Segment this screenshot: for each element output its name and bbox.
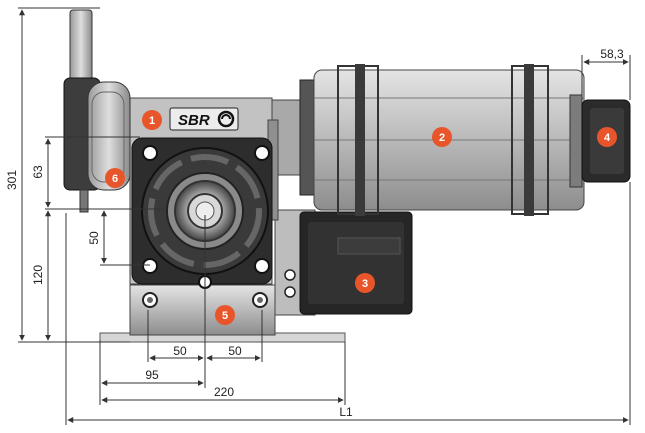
callout-3: 3 (355, 273, 375, 293)
dim-shaft-height: 120 (31, 265, 45, 285)
callout-6-label: 6 (112, 173, 118, 185)
dim-overall-height: 301 (5, 170, 19, 190)
callout-4: 4 (597, 127, 617, 147)
dim-bolt-right: 50 (228, 344, 242, 358)
dim-total-length: L1 (339, 405, 353, 419)
swirl-icon (217, 110, 235, 128)
callout-6: 6 (105, 168, 125, 188)
callout-5-label: 5 (222, 310, 228, 322)
dim-motor-end: 58,3 (600, 47, 624, 61)
dimension-lines (18, 7, 631, 425)
dim-shaft-to-top: 63 (31, 165, 45, 179)
dim-bolt-left: 50 (173, 344, 187, 358)
callout-2-label: 2 (439, 132, 445, 144)
handwheel-assembly (63, 9, 131, 213)
dim-base-width: 220 (214, 385, 234, 399)
callout-4-label: 4 (604, 132, 611, 144)
callout-badges: 1 2 3 4 5 6 (105, 110, 617, 325)
callout-3-label: 3 (362, 278, 368, 290)
brand-logo-text: SBR (178, 112, 210, 129)
dim-bolt-vertical: 50 (87, 231, 101, 245)
callout-1: 1 (142, 110, 162, 130)
pump-housing: SBR (129, 97, 279, 289)
electric-motor (269, 64, 585, 216)
pump-assembly: SBR (63, 9, 631, 343)
dimension-labels: 301 63 120 50 50 50 95 220 L1 58,3 (5, 47, 624, 419)
dim-base-offset: 95 (145, 368, 159, 382)
callout-1-label: 1 (149, 115, 155, 127)
callout-5: 5 (215, 305, 235, 325)
callout-2: 2 (432, 127, 452, 147)
gear-motor-housing (274, 209, 413, 316)
